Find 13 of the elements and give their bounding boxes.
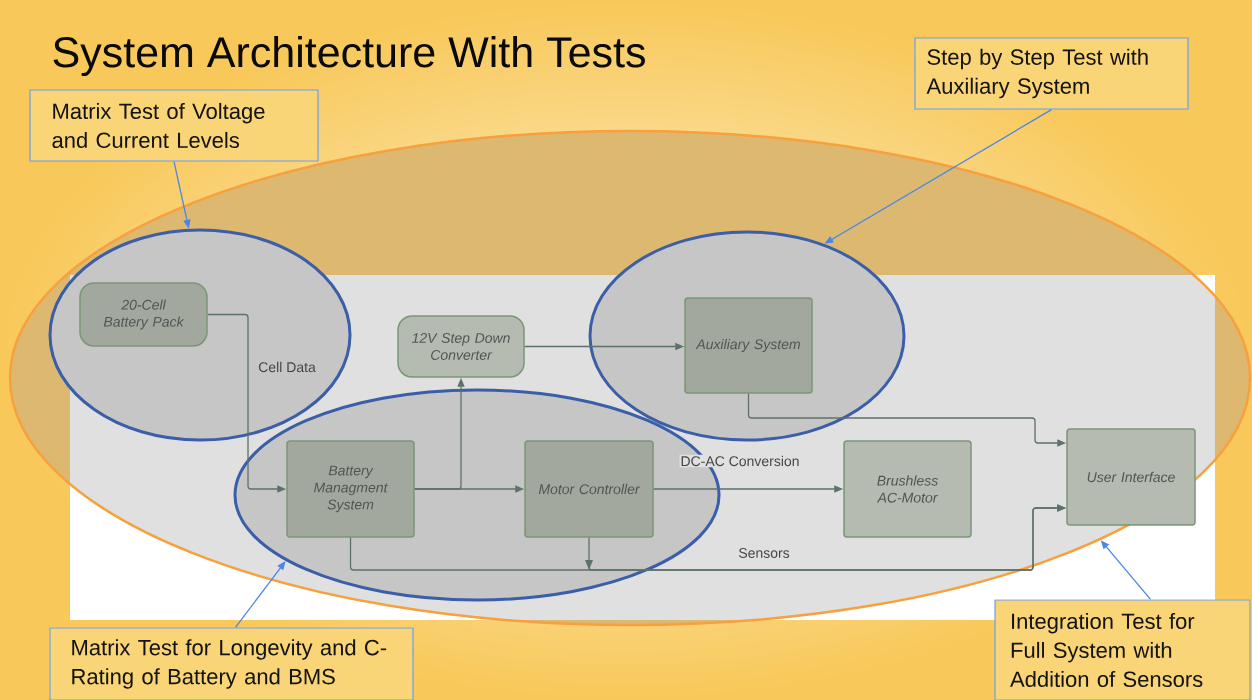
component-box: 12V Step Down Converter [397, 315, 525, 378]
component-box: Motor Controller [524, 440, 654, 538]
callout-box: Integration Test for Full System with Addition of Sensors [994, 599, 1251, 700]
component-box: 20-Cell Battery Pack [79, 282, 208, 347]
title: System Architecture With Tests [53, 35, 645, 77]
component-box: Battery Managment System [286, 440, 415, 538]
component-box: User Interface [1066, 428, 1196, 526]
edge-label: Sensors [737, 547, 791, 559]
callout-box: Matrix Test for Longevity and C-Rating of Battery and BMS [49, 627, 414, 700]
component-box: Auxiliary System [684, 297, 813, 394]
callout-box: Matrix Test of Voltage and Current Levels [29, 89, 319, 162]
component-box: Brushless AC-Motor [843, 440, 972, 538]
callout-box: Step by Step Test with Auxiliary System [914, 37, 1189, 110]
